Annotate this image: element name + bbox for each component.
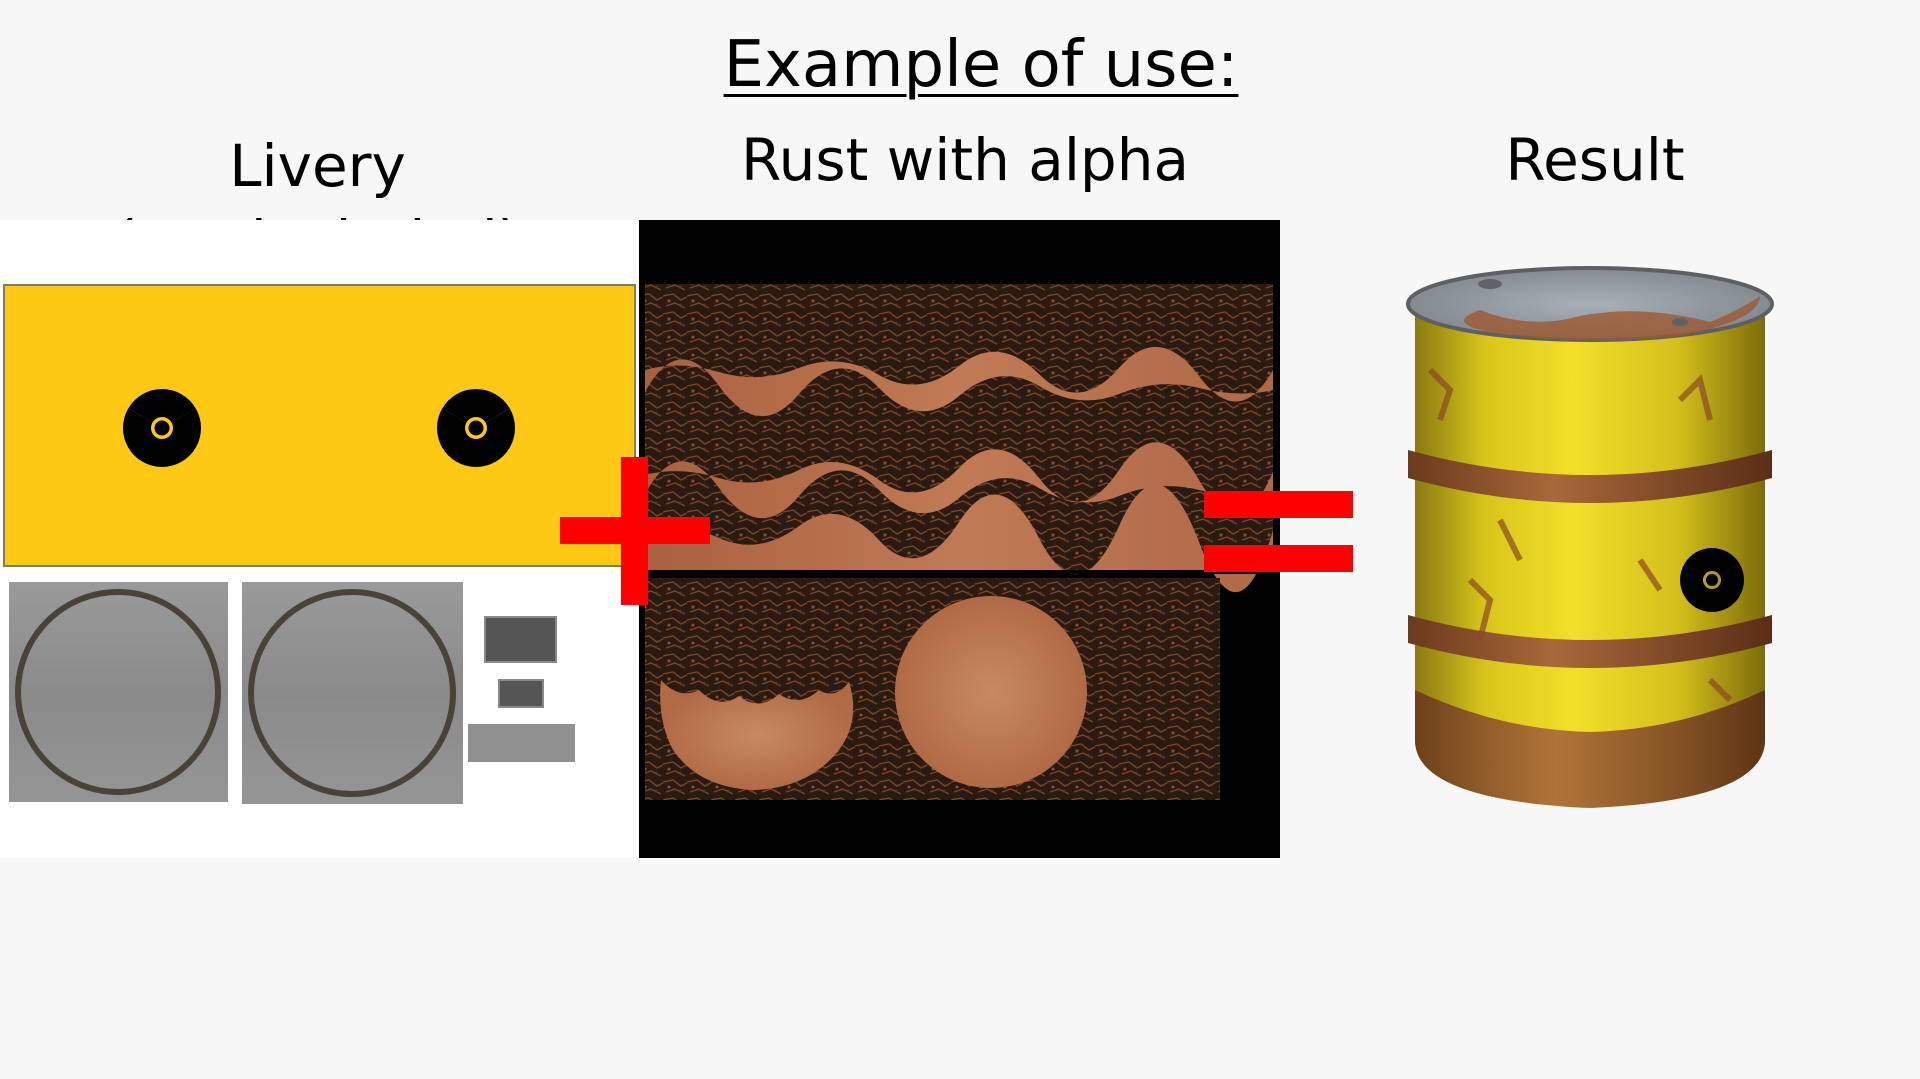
livery-heading-line1: Livery <box>229 132 406 200</box>
result-heading: Result <box>1505 126 1685 194</box>
rust-texture-image <box>645 284 1273 800</box>
small-swatch <box>498 679 544 708</box>
rust-streak <box>645 346 1273 417</box>
page-title: Example of use: <box>723 28 1239 102</box>
barrel-rust-bottom <box>1415 690 1765 808</box>
rust-texture <box>639 220 1280 858</box>
barrel-body <box>1415 304 1765 808</box>
rust-streak <box>645 442 1273 519</box>
lid-texture <box>242 582 463 804</box>
lid-texture <box>9 582 228 802</box>
rust-disc <box>895 596 1087 788</box>
barrel-bung <box>1478 279 1502 289</box>
rust-heading: Rust with alpha <box>740 126 1190 194</box>
lid-ring <box>15 589 221 795</box>
livery-texture-image <box>3 284 636 804</box>
small-swatch <box>484 616 557 663</box>
barrel-rib <box>1408 615 1772 668</box>
barrel-icon <box>1380 260 1800 820</box>
barrel-rib <box>1408 450 1772 503</box>
equals-icon <box>1204 491 1353 572</box>
small-swatch <box>468 724 575 762</box>
livery-yellow-band <box>3 284 636 567</box>
barrel-bung <box>1672 318 1688 326</box>
barrel-lid-rust <box>1464 296 1760 341</box>
lid-ring <box>248 589 456 797</box>
rust-streak <box>645 484 1273 593</box>
result-barrel-image <box>1406 266 1774 808</box>
rust-partial-disc <box>660 680 854 790</box>
plus-icon <box>560 457 710 605</box>
livery-texture <box>0 220 638 858</box>
